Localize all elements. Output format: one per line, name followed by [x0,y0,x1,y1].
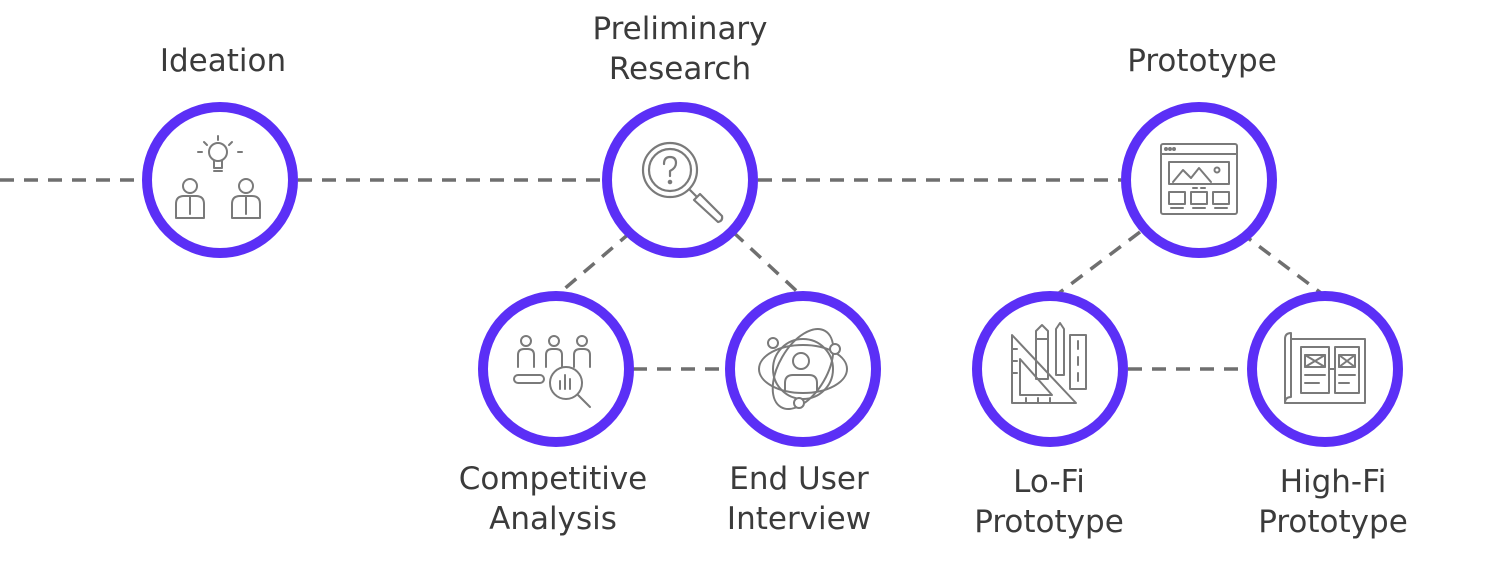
connector-prototype-hifi [1238,230,1327,298]
connector-prototype-lofi [1053,230,1142,298]
label-prototype: Prototype [1127,41,1277,81]
node-prototype [1121,102,1277,258]
blueprint-layout-icon [1284,332,1366,404]
label-line: Interview [726,501,872,537]
node-ring [1121,102,1277,258]
label-line: Prototype [1127,43,1277,79]
connector-research-interview [731,230,804,298]
node-ring [972,291,1128,447]
node-preliminary-research [602,102,758,258]
label-line: Competitive [458,461,648,497]
node-high-fi-prototype [1247,291,1403,447]
node-ring [1247,291,1403,447]
label-line: Research [608,51,752,87]
node-end-user-interview [725,291,881,447]
label-ideation: Ideation [160,41,286,81]
node-competitive-analysis [478,291,634,447]
browser-wireframe-icon [1160,143,1238,215]
brainstorm-icon [175,135,261,219]
label-line: Prototype [974,504,1124,540]
people-analysis-icon [513,335,591,408]
label-competitive-analysis: Competitive Analysis [459,459,648,539]
label-line: Prototype [1258,504,1408,540]
label-high-fi-prototype: High-Fi Prototype [1258,462,1408,542]
label-line: Lo-Fi [1013,464,1085,500]
connector-research-competitive [554,230,633,298]
drafting-tools-icon [1011,322,1087,404]
label-line: Ideation [159,43,287,79]
label-line: End User [729,461,869,497]
label-preliminary-research: Preliminary Research [592,9,767,89]
node-ring [478,291,634,447]
label-line: Preliminary [592,11,768,47]
magnifier-question-icon [641,141,724,224]
connectors [0,178,1327,371]
label-end-user-interview: End User Interview [727,459,871,539]
user-network-icon [758,328,848,410]
label-line: High-Fi [1279,464,1387,500]
node-ideation [142,102,298,258]
label-lo-fi-prototype: Lo-Fi Prototype [974,462,1124,542]
node-ring [602,102,758,258]
label-line: Analysis [489,501,617,537]
node-ring [142,102,298,258]
node-lo-fi-prototype [972,291,1128,447]
